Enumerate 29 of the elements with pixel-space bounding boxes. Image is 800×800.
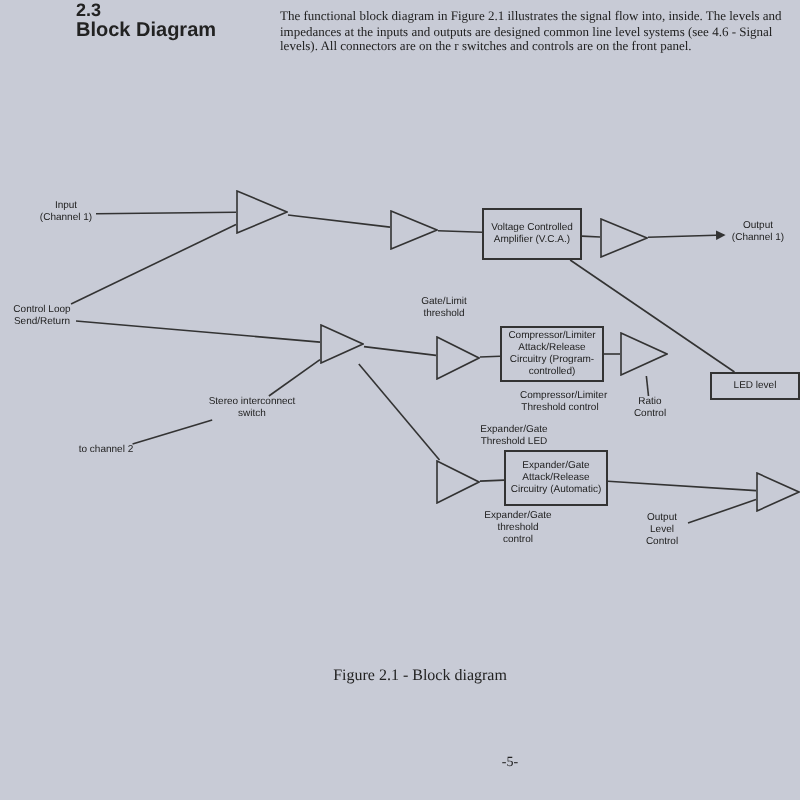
- wire: [581, 235, 601, 238]
- wire: [479, 355, 501, 358]
- wire: [603, 353, 621, 355]
- section-title: Block Diagram: [76, 20, 219, 42]
- wire: [70, 223, 237, 305]
- amplifier-symbol: [756, 472, 800, 512]
- amplifier-symbol: [620, 332, 668, 376]
- wire: [131, 419, 213, 445]
- amplifier-symbol: [436, 336, 480, 380]
- wire: [95, 211, 237, 215]
- amplifier-symbol: [320, 324, 364, 364]
- wire: [645, 375, 650, 397]
- amplifier-symbol: [236, 190, 288, 234]
- section-number: 2.3: [76, 0, 104, 20]
- figure-caption: Figure 2.1 - Block diagram: [331, 666, 509, 684]
- amplifier-symbol: [390, 210, 438, 250]
- arrow: [647, 230, 726, 241]
- amplifier-symbol: [600, 218, 648, 258]
- wire: [437, 230, 483, 234]
- wire: [687, 498, 757, 524]
- wire: [287, 214, 391, 228]
- wire: [358, 363, 441, 461]
- wire: [569, 259, 736, 373]
- wire: [363, 345, 437, 357]
- wire: [75, 320, 321, 343]
- wire: [479, 479, 505, 482]
- amplifier-symbol: [436, 460, 480, 504]
- wire: [268, 358, 321, 397]
- wire: [607, 480, 757, 492]
